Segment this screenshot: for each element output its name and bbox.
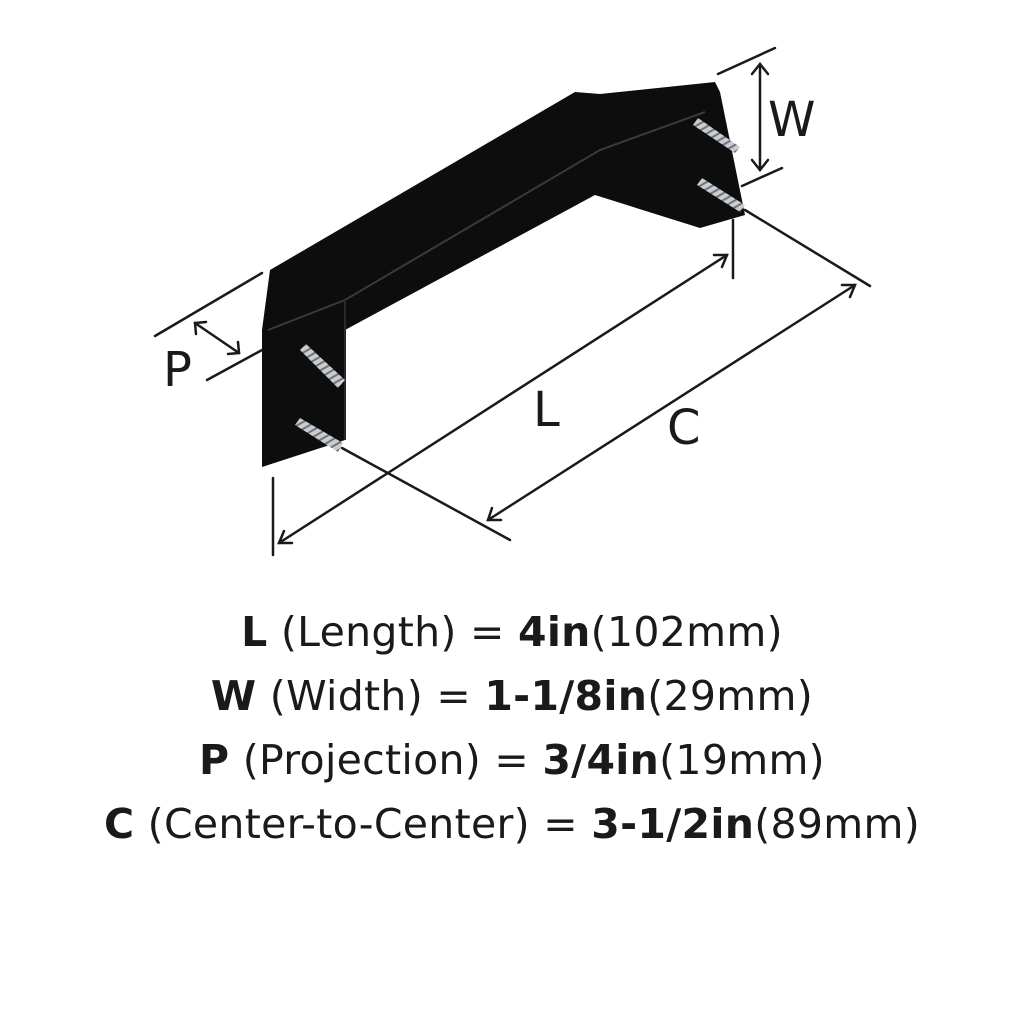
spec-projection: P (Projection) = 3/4in(19mm) <box>0 728 1024 792</box>
spec-letter: C <box>103 800 135 848</box>
cabinet-pull-handle <box>262 82 745 467</box>
projection-label: P <box>163 342 192 398</box>
spec-name: (Length) = <box>267 608 518 656</box>
length-label: L <box>533 382 560 438</box>
spec-width: W (Width) = 1-1/8in(29mm) <box>0 664 1024 728</box>
spec-letter: L <box>241 608 268 656</box>
specifications: L (Length) = 4in(102mm) W (Width) = 1-1/… <box>0 600 1024 856</box>
spec-metric: (102mm) <box>590 608 783 656</box>
screw-icon <box>693 118 740 153</box>
width-label: W <box>768 92 815 148</box>
spec-center-to-center: C (Center-to-Center) = 3-1/2in(89mm) <box>0 792 1024 856</box>
spec-metric: (89mm) <box>754 800 921 848</box>
spec-name: (Center-to-Center) = <box>134 800 592 848</box>
screw-icon <box>300 344 345 388</box>
handle-dimension-diagram: W P L C <box>153 46 872 557</box>
spec-imperial: 3-1/2in <box>591 800 755 848</box>
screw-icon <box>295 418 343 452</box>
dimension-lines <box>153 46 872 557</box>
spec-name: (Projection) = <box>229 736 543 784</box>
spec-imperial: 1-1/8in <box>484 672 648 720</box>
mounting-screws <box>295 118 745 452</box>
spec-name: (Width) = <box>256 672 485 720</box>
spec-letter: P <box>199 736 230 784</box>
center-to-center-label: C <box>667 400 701 456</box>
spec-metric: (19mm) <box>659 736 825 784</box>
spec-imperial: 3/4in <box>542 736 660 784</box>
screw-icon <box>697 178 745 212</box>
spec-imperial: 4in <box>518 608 591 656</box>
spec-metric: (29mm) <box>647 672 814 720</box>
spec-length: L (Length) = 4in(102mm) <box>0 600 1024 664</box>
spec-letter: W <box>210 672 257 720</box>
